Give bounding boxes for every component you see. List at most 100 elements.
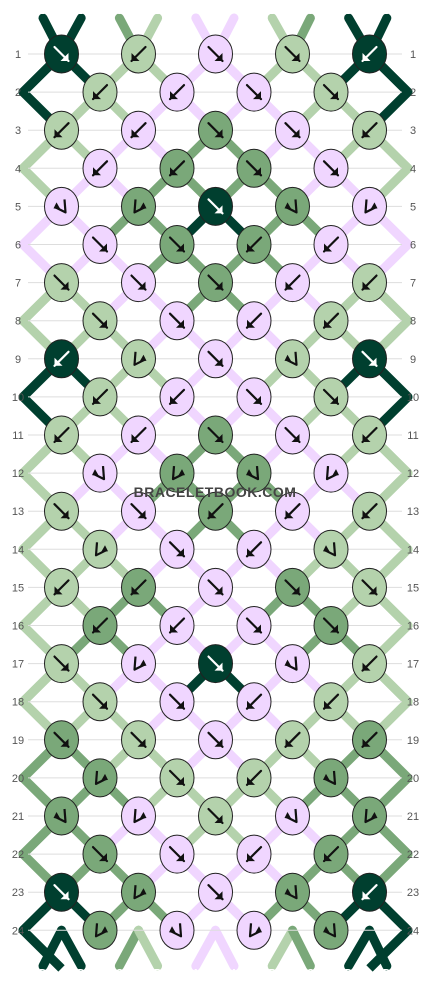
knot-arrow-head [131, 129, 140, 138]
knot-arrow-head [170, 624, 178, 633]
knot [198, 644, 233, 684]
knot-arrow-head [324, 319, 332, 328]
knot [121, 110, 156, 150]
knot-arrow-head [60, 281, 69, 290]
knot-body [275, 186, 310, 226]
knot-arrow-head [323, 545, 330, 553]
knot-arrow-head [54, 434, 63, 442]
knot [352, 644, 387, 684]
knot-body [236, 453, 272, 493]
knot [159, 453, 195, 493]
top-strand-label: C [116, 6, 123, 17]
knot [198, 110, 233, 150]
knot-arrow-head [214, 281, 223, 290]
knot-arrow-head [247, 548, 255, 557]
knot-arrow-head [214, 891, 223, 900]
knot-arrow-head [99, 853, 107, 862]
row-number-right: 14 [407, 544, 419, 556]
knot-body [352, 186, 387, 226]
knot-arrow-head [53, 202, 61, 210]
knot [82, 72, 118, 112]
knot-arrow-head [284, 202, 292, 210]
row-number-left: 18 [12, 697, 24, 709]
knot [352, 186, 387, 226]
knot-body [121, 644, 156, 684]
knot-arrow-head [285, 738, 294, 747]
knot [44, 415, 79, 455]
knot-arrow-head [60, 53, 69, 61]
knot-arrow-head [285, 281, 294, 290]
knot [275, 263, 310, 303]
knot [44, 567, 79, 607]
knot-arrow-head [99, 243, 107, 252]
knot-arrow-head [54, 357, 63, 366]
knot-body [82, 910, 118, 950]
knot [198, 872, 233, 912]
knot-arrow-head [131, 434, 140, 442]
knot-arrow-head [131, 586, 140, 595]
knot-arrow-head [170, 167, 178, 176]
knot-arrow-head [370, 202, 378, 210]
knot [198, 567, 233, 607]
knot-arrow-head [139, 202, 147, 210]
knot-body [159, 453, 195, 493]
knot [82, 682, 118, 722]
knot-arrow-head [362, 434, 371, 442]
watermark: BRACELETBOOK.COM [134, 484, 297, 500]
knot [121, 186, 156, 226]
bottom-strand [211, 925, 239, 971]
knot-arrow-head [101, 545, 108, 553]
knot-arrow-head [214, 815, 223, 823]
knot [313, 225, 349, 264]
bottom-strand-label: D [383, 968, 390, 979]
knot [121, 415, 156, 455]
knot [121, 339, 156, 379]
row-number-left: 17 [12, 659, 24, 671]
knot [159, 72, 195, 112]
knot [352, 872, 387, 912]
knot [159, 682, 195, 722]
knot-arrow-head [214, 738, 223, 747]
row-number-right: 6 [410, 240, 416, 252]
knot-arrow-head [247, 319, 255, 328]
knot-arrow-head [176, 319, 184, 328]
knot [44, 263, 79, 303]
knot-arrow-head [60, 662, 69, 671]
knot [236, 606, 272, 645]
knot [352, 263, 387, 303]
knot-arrow-head [54, 586, 63, 595]
bottom-strand-label: D [78, 968, 85, 979]
knot-arrow-head [60, 738, 69, 747]
knot [313, 453, 349, 493]
knot [82, 758, 118, 798]
knot [82, 225, 118, 264]
row-number-left: 4 [15, 163, 21, 175]
knot [44, 186, 79, 226]
knot [352, 110, 387, 150]
knot-body [313, 453, 349, 493]
knot-arrow-head [101, 773, 108, 781]
knot-body [313, 758, 349, 798]
top-strand-label: D [39, 6, 46, 17]
knot [198, 415, 233, 455]
row-number-right: 18 [407, 697, 419, 709]
knot [236, 758, 272, 798]
knot [82, 529, 118, 569]
knot [82, 148, 118, 188]
knot-arrow-head [137, 510, 146, 519]
knot [275, 644, 310, 684]
knot [275, 415, 310, 455]
knot-arrow-head [368, 357, 377, 366]
row-number-left: 22 [12, 849, 24, 861]
knot-arrow-head [176, 853, 184, 862]
knot-arrow-head [93, 395, 101, 404]
knot [313, 529, 349, 569]
knot-arrow-head [99, 700, 107, 709]
knot [159, 910, 195, 950]
row-number-left: 10 [12, 392, 24, 404]
knot-arrow-head [139, 888, 147, 896]
knot [82, 606, 118, 645]
knot [121, 872, 156, 912]
bottom-strand-label: C [116, 968, 123, 979]
